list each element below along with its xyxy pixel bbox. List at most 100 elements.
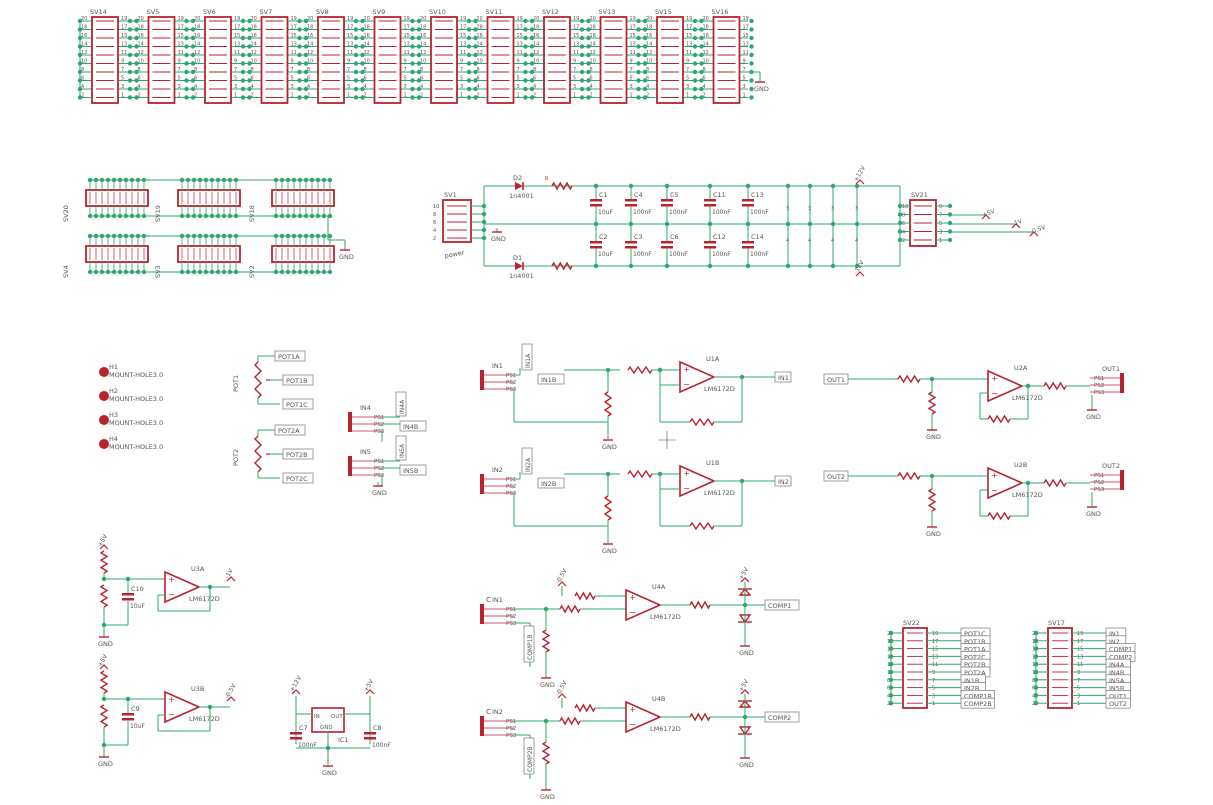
junction — [636, 69, 641, 75]
supply-label: -0.5V — [555, 679, 569, 697]
gnd-label: GND — [322, 769, 337, 777]
header-pin-num: 8 — [307, 67, 310, 73]
header-label: SV12 — [542, 8, 559, 16]
header-pin-num: 14 — [420, 42, 426, 48]
header-pin-num: 2 — [887, 701, 890, 707]
net-label-box — [774, 371, 792, 383]
junction — [830, 183, 836, 189]
header-pin-num: 7 — [234, 67, 237, 73]
junction — [854, 263, 860, 269]
header-pin-num: 16 — [251, 33, 257, 39]
junction — [190, 18, 196, 24]
net-label: POT2B — [286, 451, 308, 459]
header-label: SV15 — [655, 8, 672, 16]
junction — [523, 27, 528, 32]
net-label: IN1 — [778, 374, 789, 382]
resistor — [927, 391, 937, 415]
header-pin-num: 9 — [121, 59, 124, 65]
header-pin-num: 1 — [517, 93, 520, 99]
junction — [523, 18, 528, 24]
header-pin-num: 6 — [420, 76, 423, 82]
net-label: POT1C — [286, 401, 308, 409]
junction — [605, 471, 611, 477]
header-pin-num: 20 — [138, 16, 144, 22]
diode-name: D1 — [513, 254, 522, 262]
junction — [699, 86, 704, 92]
jack-body — [1120, 373, 1124, 393]
junction — [692, 78, 698, 83]
junction — [642, 69, 648, 75]
header-pin-num: 5 — [347, 76, 350, 82]
header-pin-num: 6 — [81, 76, 84, 82]
opamp-name: U4B — [652, 695, 665, 703]
header-pin-num: 5 — [234, 76, 237, 82]
resistor — [627, 365, 653, 375]
opamp-part: LM6172D — [1012, 394, 1043, 402]
junction — [642, 18, 648, 24]
net-label: COMP1 — [1109, 646, 1132, 654]
header-label: SV20 — [62, 205, 70, 222]
junction — [586, 95, 591, 100]
junction — [523, 86, 528, 92]
junction — [353, 86, 359, 92]
net-label-box — [764, 599, 800, 611]
junction — [1025, 383, 1031, 389]
junction — [692, 61, 698, 66]
header-pin-num: 12 — [533, 50, 539, 56]
mount-hole-name: H2 — [109, 387, 118, 395]
junction — [1025, 480, 1031, 486]
junction — [739, 478, 745, 484]
junction — [636, 86, 641, 92]
junction — [523, 95, 528, 100]
header-pin-num: 5 — [573, 76, 576, 82]
net-label: IN2 — [778, 478, 789, 486]
junction — [523, 69, 528, 75]
gnd-label: GND — [540, 681, 555, 689]
header-pin-num: 12 — [364, 50, 370, 56]
header-pin-num: 15 — [573, 33, 579, 39]
header-label: SV17 — [1048, 619, 1065, 627]
junction — [297, 18, 302, 24]
pin-num: 4 — [831, 238, 834, 244]
header-pin-num: 12 — [251, 50, 257, 56]
resistor-tag: R — [545, 176, 549, 182]
header-pin-num: 16 — [477, 33, 483, 39]
mount-hole-value: MOUNT-HOLE3.0 — [109, 443, 163, 451]
gnd-label: GND — [739, 761, 754, 769]
header-pin-num: 7 — [939, 213, 942, 219]
junction — [523, 44, 528, 49]
junction — [636, 18, 641, 24]
junction — [353, 44, 359, 49]
gnd-label: GND — [98, 640, 113, 648]
junction — [190, 27, 196, 32]
header-pin-num: 4 — [307, 84, 310, 90]
junction — [240, 69, 246, 75]
mount-hole-value: MOUNT-HOLE3.0 — [109, 371, 163, 379]
opamp-part: LM6172D — [650, 613, 681, 621]
header-pin-num: 5 — [939, 221, 942, 227]
junction — [303, 35, 309, 41]
resistor — [551, 181, 573, 191]
net-label: OUT2 — [1109, 700, 1127, 708]
header-body — [271, 189, 335, 207]
junction — [586, 52, 591, 58]
header-pin-num: 14 — [194, 42, 200, 48]
net-label: IN1A — [525, 353, 532, 368]
junction — [642, 61, 648, 66]
header-pin-num: 1 — [291, 93, 294, 99]
jack-pin: PS1 — [374, 415, 384, 421]
header-pin-num: 6 — [902, 221, 905, 227]
capacitor-value: 100nF — [633, 251, 652, 258]
header-pin-num: 7 — [630, 67, 633, 73]
header-pin-num: 13 — [178, 42, 184, 48]
resistor — [689, 417, 715, 427]
header-pin-num: 4 — [433, 228, 436, 234]
jack-pin: PS2 — [506, 614, 516, 620]
header-pin-num: 20 — [251, 16, 257, 22]
capacitor-value: 100nF — [669, 251, 688, 258]
net-label-box — [395, 391, 407, 417]
header-pin-num: 7 — [121, 67, 124, 73]
net-label-box — [523, 737, 535, 775]
junction — [353, 78, 359, 83]
gnd-label: GND — [1086, 510, 1101, 518]
